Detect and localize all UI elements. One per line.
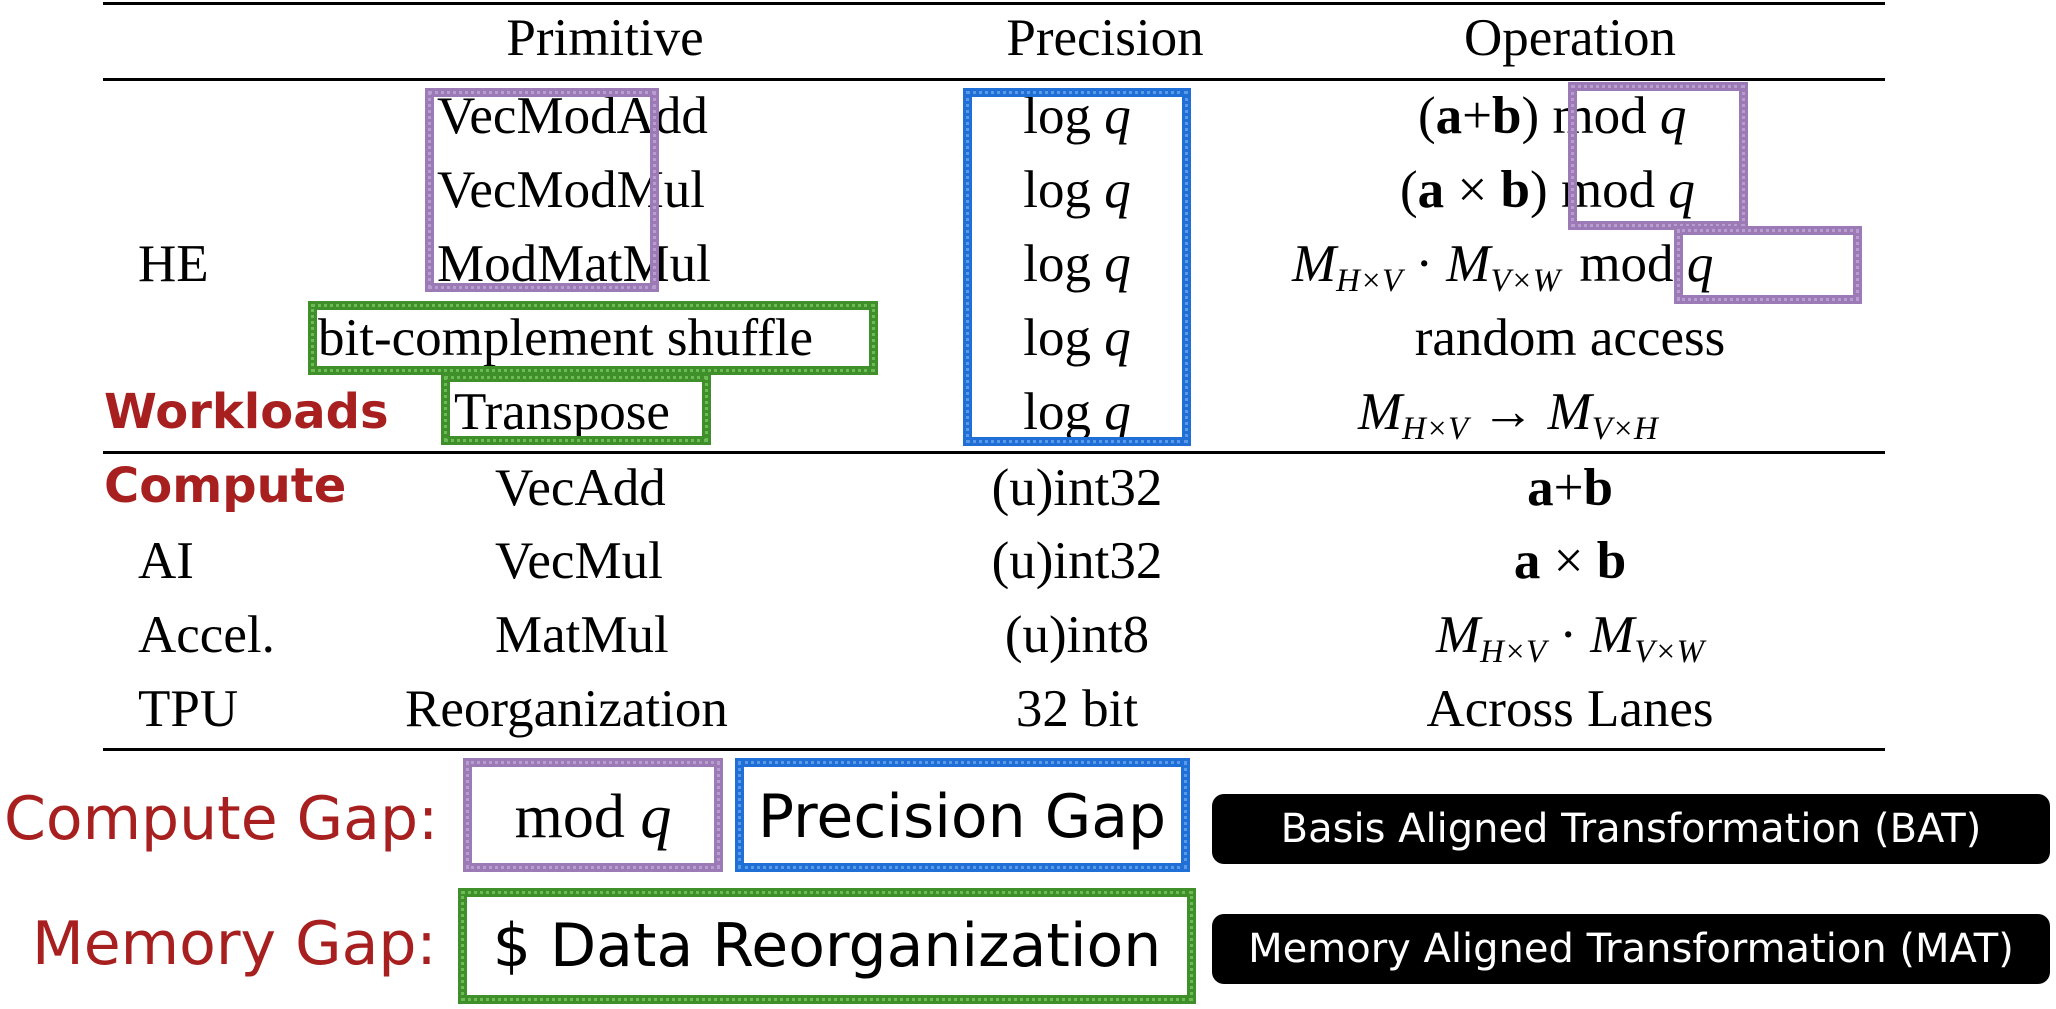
- precision-ai-3: (u)int8: [1004, 606, 1150, 664]
- top-rule: [103, 2, 1885, 5]
- primitive-matmul: MatMul: [495, 606, 669, 664]
- precision-ai-2: (u)int32: [991, 532, 1163, 590]
- compute-gap-mod-q: mod q: [514, 783, 672, 851]
- precision-gap-box: [735, 758, 1190, 872]
- blue-box-precision: [963, 88, 1191, 446]
- primitive-vecmul: VecMul: [495, 532, 663, 590]
- precision-gap-text: Precision Gap: [757, 782, 1167, 852]
- primitive-reorganization: Reorganization: [405, 680, 728, 738]
- operation-row-3: MH×V · MV×W mod q: [1292, 235, 1714, 299]
- green-box-transpose: [441, 373, 711, 445]
- primitive-bit-complement-shuffle: bit-complement shuffle: [318, 309, 814, 367]
- primitive-vecmodmul: VecModMul: [437, 161, 705, 219]
- operation-ai-2: a × b: [1513, 532, 1627, 590]
- precision-row-2: log q: [1023, 161, 1131, 219]
- label-workloads: Workloads: [104, 384, 389, 440]
- header-primitive: Primitive: [506, 9, 704, 67]
- label-ai: AI: [138, 532, 194, 590]
- operation-ai-4: Across Lanes: [1426, 680, 1714, 738]
- primitive-modmatmul: ModMatMul: [437, 235, 711, 293]
- precision-row-3: log q: [1023, 235, 1131, 293]
- header-precision: Precision: [1006, 9, 1204, 67]
- precision-ai-1: (u)int32: [991, 459, 1163, 517]
- primitive-vecmodadd: VecModAdd: [437, 87, 708, 145]
- memory-gap-box: [458, 888, 1196, 1004]
- bat-button: Basis Aligned Transformation (BAT): [1212, 794, 2050, 864]
- precision-row-4: log q: [1023, 309, 1131, 367]
- header-operation: Operation: [1464, 9, 1676, 67]
- precision-row-1: log q: [1023, 87, 1131, 145]
- operation-row-4: random access: [1414, 309, 1726, 367]
- compute-gap-label: Compute Gap:: [4, 784, 439, 854]
- purple-box-mod-q-1-2: [1568, 82, 1748, 230]
- green-box-shuffle: [308, 301, 878, 375]
- memory-gap-label: Memory Gap:: [32, 909, 437, 979]
- precision-row-5: log q: [1023, 383, 1131, 441]
- mat-button: Memory Aligned Transformation (MAT): [1212, 914, 2050, 984]
- memory-gap-text: $ Data Reorganization: [492, 911, 1162, 981]
- label-he: HE: [138, 235, 209, 293]
- label-tpu: TPU: [138, 680, 239, 738]
- purple-box-mod-q-3: [1674, 226, 1862, 304]
- operation-row-2: (a × b) mod q: [1400, 161, 1695, 219]
- primitive-vecadd: VecAdd: [495, 459, 666, 517]
- primitive-transpose: Transpose: [454, 383, 670, 441]
- operation-ai-3: MH×V · MV×W: [1435, 606, 1705, 670]
- label-compute: Compute: [104, 458, 347, 514]
- precision-ai-4: 32 bit: [1015, 680, 1139, 738]
- compute-gap-box: [463, 758, 723, 872]
- operation-row-5: MH×V → MV×H: [1358, 383, 1658, 447]
- bottom-rule: [103, 748, 1885, 751]
- purple-box-primitives: [425, 88, 659, 292]
- header-rule: [103, 78, 1885, 81]
- mid-rule: [103, 451, 1885, 454]
- label-accel: Accel.: [138, 606, 275, 664]
- operation-ai-1: a+b: [1527, 459, 1613, 517]
